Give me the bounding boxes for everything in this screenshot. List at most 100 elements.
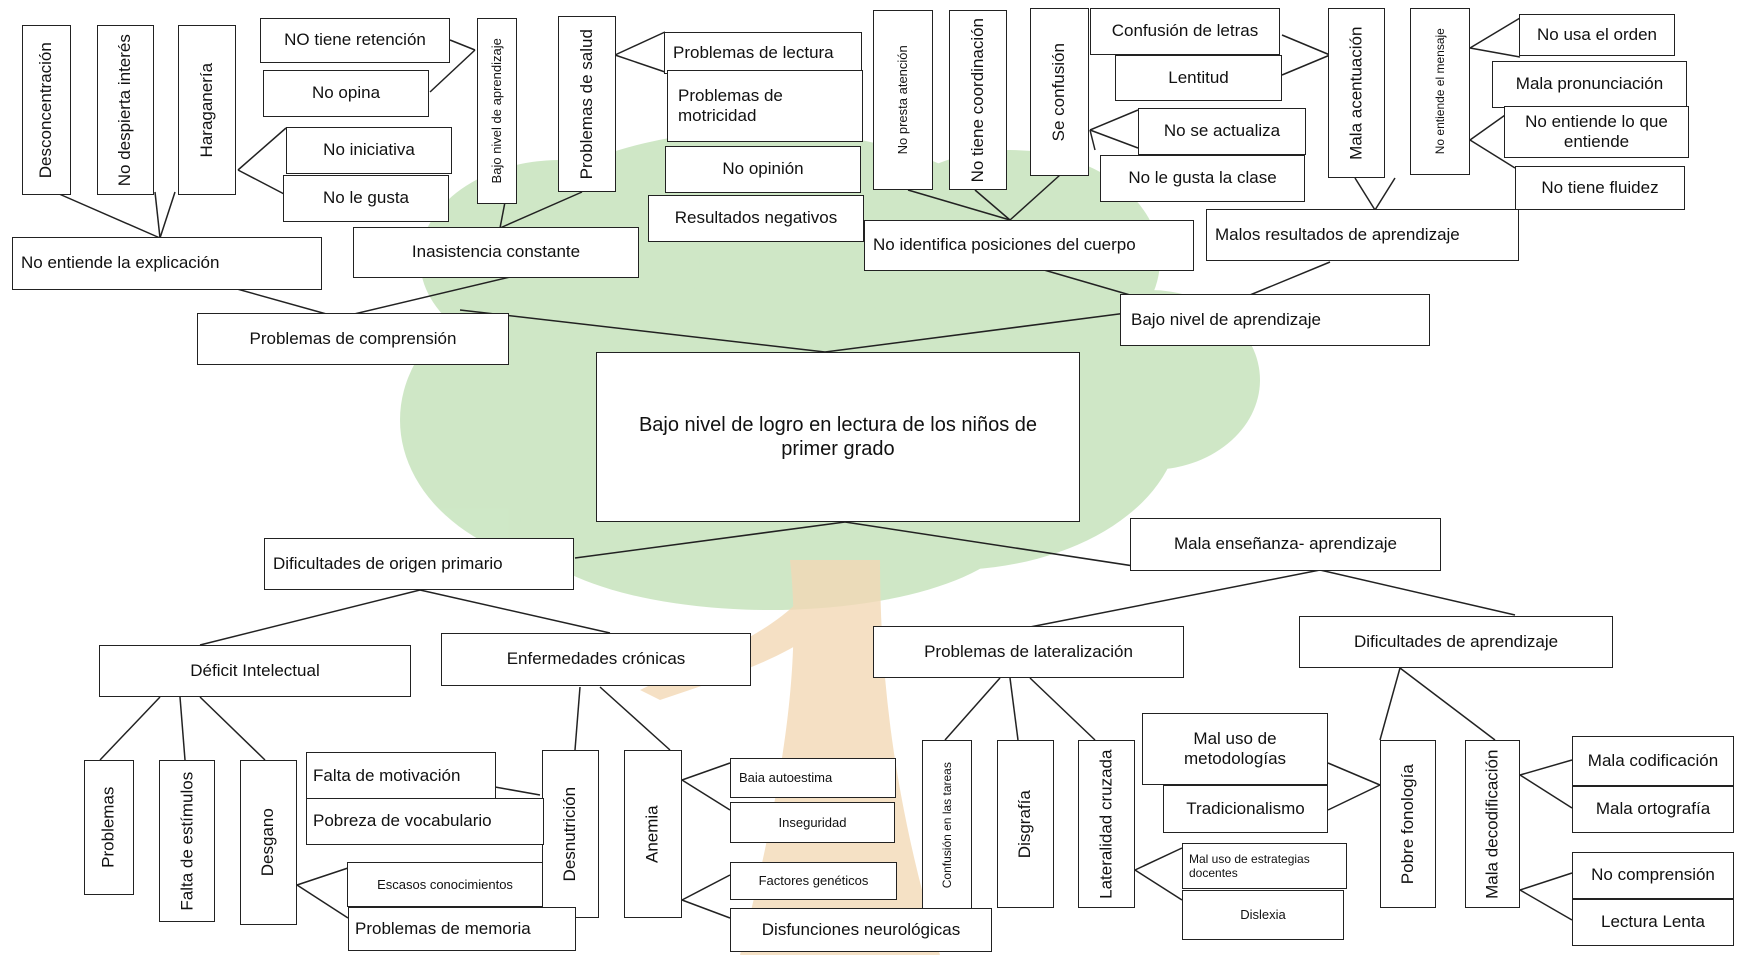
cause-leaf-label: Inseguridad <box>778 814 847 830</box>
cause-leaf-box: No comprensión <box>1572 852 1734 899</box>
cause-level2-label: Enfermedades crónicas <box>506 649 686 669</box>
effect-leaf-label: No opina <box>311 83 381 103</box>
effect-vertical-label: Se confusión <box>1049 42 1069 142</box>
cause-vertical-box: Desnutrición <box>542 750 599 918</box>
cause-leaf-label: Dislexia <box>1240 907 1286 923</box>
effect-vertical-box: Mala acentuación <box>1328 8 1385 178</box>
cause-leaf-label: Pobreza de vocabulario <box>313 811 492 831</box>
cause-leaf-label: Lectura Lenta <box>1601 912 1705 932</box>
effect-level2-label: Malos resultados de aprendizaje <box>1215 224 1460 244</box>
effect-leaf-label: Resultados negativos <box>674 208 838 228</box>
cause-level2-label: Problemas de lateralización <box>924 641 1133 661</box>
effect-leaf-label: No le gusta <box>323 188 409 208</box>
effect-leaf-box: No entiende lo que entiende <box>1504 106 1689 158</box>
effect-leaf-label: No se actualiza <box>1163 121 1281 141</box>
effect-leaf-box: No tiene fluidez <box>1515 166 1685 210</box>
cause-vertical-label: Mala decodificación <box>1482 749 1502 899</box>
cause-vertical-box: Problemas <box>84 760 134 895</box>
effect-level2-label: Inasistencia constante <box>411 242 581 262</box>
effect-leaf-box: No se actualiza <box>1138 108 1306 155</box>
effect-leaf-box: No iniciativa <box>286 127 452 174</box>
effect-level2-box: Malos resultados de aprendizaje <box>1206 209 1519 261</box>
effect-vertical-label: Haraganería <box>196 62 216 158</box>
effect-leaf-box: No usa el orden <box>1519 14 1675 56</box>
cause-leaf-label: Baia autoestima <box>739 770 833 786</box>
effect-leaf-label: No iniciativa <box>323 140 415 160</box>
effect-vertical-box: Haraganería <box>178 25 236 195</box>
cause-leaf-label: Mala codificación <box>1587 750 1719 770</box>
effect-vertical-label: No entiende el mensaje <box>1432 28 1447 155</box>
cause-vertical-box: Lateralidad cruzada <box>1078 740 1135 908</box>
cause-vertical-box: Desgano <box>240 760 297 925</box>
effect-leaf-box: Problemas de lectura <box>664 32 862 74</box>
cause-leaf-label: Mala ortografía <box>1595 799 1711 819</box>
cause-leaf-box: Mal uso de estrategias docentes <box>1182 843 1347 889</box>
effect-leaf-label: No entiende lo que entiende <box>1525 111 1668 151</box>
cause-leaf-label: Falta de motivación <box>313 765 461 785</box>
effect-vertical-box: No presta atención <box>873 10 933 190</box>
cause-level2-label: Déficit Intelectual <box>190 660 320 680</box>
cause-leaf-box: Mala codificación <box>1572 736 1734 786</box>
effect-level2-box: Inasistencia constante <box>353 227 639 278</box>
cause-leaf-label: Mal uso de estrategias docentes <box>1189 851 1310 880</box>
cause-leaf-box: Dislexia <box>1182 890 1344 940</box>
effect-vertical-box: Bajo nivel de aprendizaje <box>477 18 517 204</box>
effect-level2-label: No identifica posiciones del cuerpo <box>873 235 1136 255</box>
effect-vertical-label: Problemas de salud <box>576 28 596 180</box>
cause-vertical-box: Anemia <box>624 750 682 918</box>
effect-leaf-label: Mala pronunciación <box>1515 74 1664 94</box>
cause-level2-label: Dificultades de aprendizaje <box>1353 631 1559 651</box>
effect-main-label: Bajo nivel de aprendizaje <box>1131 309 1321 329</box>
cause-leaf-label: No comprensión <box>1591 865 1715 885</box>
effect-main-box: Problemas de comprensión <box>197 313 509 365</box>
effect-leaf-label: Problemas de lectura <box>673 42 834 62</box>
cause-vertical-box: Confusión en las tareas <box>922 740 972 910</box>
cause-leaf-box: Baia autoestima <box>730 758 896 798</box>
effect-vertical-box: Problemas de salud <box>558 16 616 192</box>
cause-leaf-box: Problemas de memoria <box>348 907 576 951</box>
effect-vertical-box: No tiene coordinación <box>949 10 1007 190</box>
effect-leaf-box: No le gusta <box>283 175 449 222</box>
effect-leaf-box: Problemas de motricidad <box>667 70 863 142</box>
cause-vertical-box: Pobre fonología <box>1380 740 1436 908</box>
cause-vertical-label: Desgano <box>258 808 278 877</box>
cause-vertical-box: Mala decodificación <box>1465 740 1520 908</box>
effect-vertical-box: No entiende el mensaje <box>1410 8 1470 175</box>
cause-main-box: Mala enseñanza- aprendizaje <box>1130 518 1441 571</box>
effect-level2-box: No entiende la explicación <box>12 237 322 290</box>
central-problem-box: Bajo nivel de logro en lectura de los ni… <box>596 352 1080 522</box>
effect-leaf-box: NO tiene retención <box>260 18 450 63</box>
effect-level2-box: No identifica posiciones del cuerpo <box>864 220 1194 271</box>
effect-vertical-box: No despierta interés <box>97 25 154 195</box>
cause-main-label: Dificultades de origen primario <box>273 553 503 573</box>
effect-leaf-label: NO tiene retención <box>284 30 426 50</box>
cause-level2-box: Dificultades de aprendizaje <box>1299 616 1613 668</box>
effect-vertical-label: Desconcentración <box>36 41 56 179</box>
effect-leaf-box: No opina <box>263 70 429 117</box>
cause-leaf-label: Factores genéticos <box>758 873 869 889</box>
effect-leaf-label: No tiene fluidez <box>1541 177 1659 197</box>
effect-leaf-box: Mala pronunciación <box>1492 61 1687 108</box>
effect-leaf-box: No le gusta la clase <box>1100 155 1305 202</box>
cause-leaf-box: Inseguridad <box>730 802 895 843</box>
effect-leaf-label: No usa el orden <box>1536 24 1658 44</box>
cause-leaf-box: Falta de motivación <box>306 752 496 800</box>
cause-vertical-box: Disgrafía <box>997 740 1054 908</box>
cause-leaf-label: Tradicionalismo <box>1186 798 1305 818</box>
effect-leaf-box: Lentitud <box>1115 55 1282 101</box>
cause-main-label: Mala enseñanza- aprendizaje <box>1173 534 1398 554</box>
effect-vertical-box: Se confusión <box>1030 8 1089 176</box>
central-problem-text: Bajo nivel de logro en lectura de los ni… <box>638 414 1038 460</box>
effect-leaf-label: Confusión de letras <box>1111 21 1259 41</box>
effect-leaf-label: Lentitud <box>1168 67 1229 87</box>
effect-leaf-box: Confusión de letras <box>1090 8 1280 55</box>
cause-leaf-box: Disfunciones neurológicas <box>730 908 992 952</box>
cause-vertical-label: Problemas <box>98 786 118 869</box>
cause-vertical-label: Desnutrición <box>560 786 580 882</box>
cause-leaf-box: Factores genéticos <box>730 862 897 900</box>
effect-main-box: Bajo nivel de aprendizaje <box>1120 294 1430 346</box>
effect-leaf-box: No opinión <box>665 146 861 193</box>
cause-vertical-box: Falta de estímulos <box>159 760 215 922</box>
